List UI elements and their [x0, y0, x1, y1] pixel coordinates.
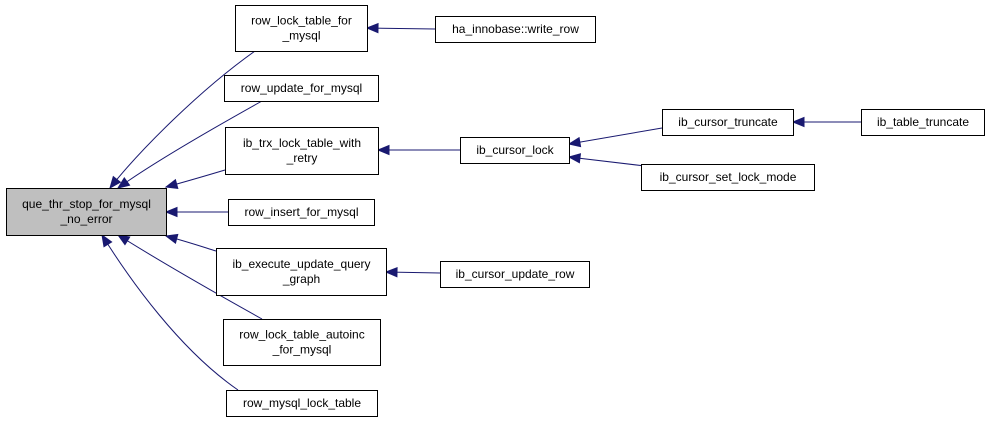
node-label: ib_execute_update_query — [232, 257, 370, 271]
edge-line — [117, 100, 263, 189]
node-ib-trx-lock-table-with-retry[interactable]: ib_trx_lock_table_with_retry — [225, 127, 379, 175]
edge-ib_cursor_lock-to-ib_trx_lock_table_with_retry — [376, 144, 460, 156]
node-label: ib_cursor_truncate — [678, 115, 778, 129]
node-label: row_lock_table_for — [251, 14, 352, 28]
edge-ib_cursor_truncate-to-ib_cursor_lock — [567, 127, 663, 148]
node-box — [460, 137, 570, 164]
arrowhead-icon — [164, 233, 179, 244]
node-ib-cursor-update-row[interactable]: ib_cursor_update_row — [440, 261, 590, 288]
arrowhead-icon — [164, 178, 179, 190]
edge-row_update_for_mysql-to-root — [116, 100, 263, 189]
arrowhead-icon — [376, 144, 390, 156]
arrowhead-icon — [365, 22, 379, 34]
node-ib-cursor-truncate[interactable]: ib_cursor_truncate — [662, 109, 794, 136]
node-ha-innobase-write-row[interactable]: ha_innobase::write_row — [435, 16, 596, 43]
edge-line — [117, 234, 263, 320]
node-label: ib_cursor_set_lock_mode — [660, 170, 797, 184]
node-label: row_insert_for_mysql — [244, 205, 358, 219]
node-box — [224, 75, 379, 102]
node-box — [216, 248, 387, 296]
arrowhead-icon — [116, 234, 131, 246]
edge-ib_cursor_set_lock_mode-to-ib_cursor_lock — [567, 153, 646, 167]
edge-line — [101, 234, 239, 391]
arrowhead-icon — [791, 116, 805, 128]
node-label: que_thr_stop_for_mysql — [22, 197, 151, 211]
node-row-lock-table-for-mysql[interactable]: row_lock_table_for_mysql — [235, 5, 368, 52]
edge-line — [109, 50, 256, 189]
node-label: _no_error — [59, 212, 112, 226]
node-box — [6, 188, 167, 236]
node-label: ib_cursor_update_row — [456, 267, 575, 281]
edge-ha_innobase_write_row-to-row_lock_table_for_mysql — [365, 22, 436, 34]
node-label: _graph — [282, 272, 320, 286]
node-box — [435, 16, 596, 43]
node-box — [861, 109, 985, 136]
node-row-mysql-lock-table[interactable]: row_mysql_lock_table — [226, 390, 378, 417]
node-box — [235, 5, 368, 52]
edge-ib_execute_update_query_graph-to-root — [164, 233, 217, 252]
node-box — [226, 390, 378, 417]
node-label: row_lock_table_autoinc — [239, 328, 364, 342]
node-ib-execute-update-query-graph[interactable]: ib_execute_update_query_graph — [216, 248, 387, 296]
node-ib-cursor-set-lock-mode[interactable]: ib_cursor_set_lock_mode — [641, 164, 815, 191]
node-root[interactable]: que_thr_stop_for_mysql_no_error — [6, 188, 167, 236]
arrowhead-icon — [109, 175, 122, 190]
node-row-insert-for-mysql[interactable]: row_insert_for_mysql — [228, 199, 375, 226]
node-label: _for_mysql — [272, 343, 332, 357]
arrowhead-icon — [384, 266, 398, 278]
node-label: _retry — [286, 151, 318, 165]
node-ib-table-truncate[interactable]: ib_table_truncate — [861, 109, 985, 136]
node-label: row_update_for_mysql — [241, 81, 362, 95]
edge-ib_cursor_update_row-to-ib_execute_update_query_graph — [384, 266, 441, 278]
node-box — [641, 164, 815, 191]
node-label: ib_table_truncate — [877, 115, 969, 129]
edge-line — [568, 127, 663, 145]
node-label: _mysql — [281, 29, 320, 43]
nodes-layer: que_thr_stop_for_mysql_no_error row_lock_… — [6, 5, 985, 417]
node-label: ib_trx_lock_table_with — [243, 136, 361, 150]
arrowhead-icon — [101, 233, 113, 248]
arrowhead-icon — [116, 177, 131, 189]
node-label: ib_cursor_lock — [476, 143, 554, 157]
node-box — [228, 199, 375, 226]
edge-ib_table_truncate-to-ib_cursor_truncate — [791, 116, 861, 128]
node-box — [440, 261, 590, 288]
arrowhead-icon — [567, 136, 582, 148]
edge-ib_trx_lock_table_with_retry-to-root — [164, 169, 226, 190]
node-label: row_mysql_lock_table — [243, 396, 361, 410]
node-box — [225, 127, 379, 175]
edge-row_insert_for_mysql-to-root — [164, 206, 228, 218]
node-ib-cursor-lock[interactable]: ib_cursor_lock — [460, 137, 570, 164]
edges-layer — [101, 22, 861, 391]
node-label: ha_innobase::write_row — [452, 22, 579, 36]
node-box — [662, 109, 794, 136]
edge-line — [568, 156, 646, 167]
node-row-lock-table-autoinc-for-mysql[interactable]: row_lock_table_autoinc_for_mysql — [223, 319, 381, 366]
arrowhead-icon — [164, 206, 178, 218]
edge-row_lock_table_autoinc_for_mysql-to-root — [116, 234, 263, 320]
node-row-update-for-mysql[interactable]: row_update_for_mysql — [224, 75, 379, 102]
node-box — [223, 319, 381, 366]
arrowhead-icon — [567, 153, 582, 164]
edge-row_mysql_lock_table-to-root — [101, 233, 239, 391]
edge-row_lock_table_for_mysql-to-root — [109, 50, 256, 190]
